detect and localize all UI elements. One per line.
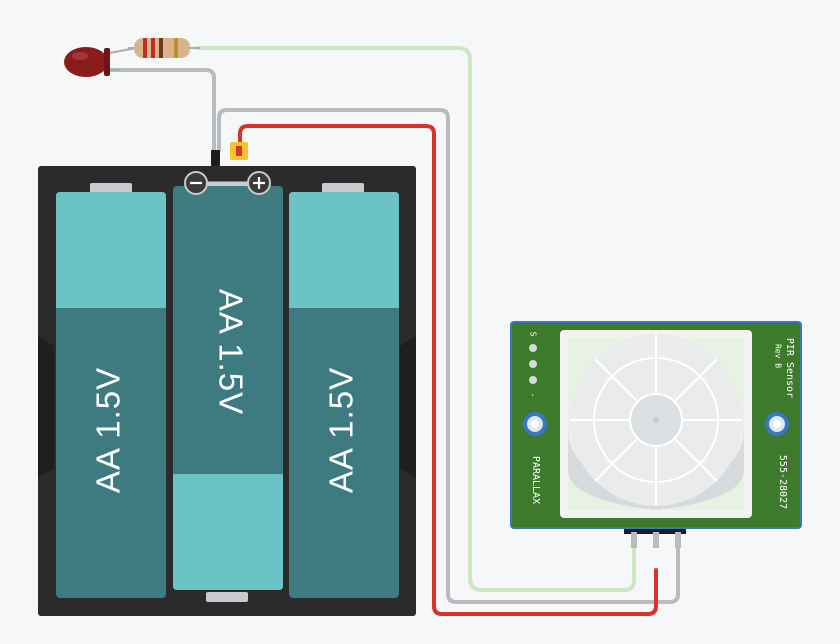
contact-top-3	[322, 183, 364, 193]
wires	[102, 46, 680, 616]
battery-cell-3: AA 1.5V	[289, 192, 399, 598]
pir-header-strip	[624, 526, 686, 534]
pir-pin-ground	[675, 532, 681, 548]
led-body	[64, 47, 108, 77]
resistor-band-4	[174, 38, 178, 58]
negative-terminal-tab	[211, 150, 220, 166]
pir-dome	[568, 334, 744, 510]
cell-3-cap	[289, 192, 399, 308]
cell-3-label: AA 1.5V	[323, 367, 360, 493]
led-rim	[104, 48, 110, 76]
led-highlight	[72, 52, 88, 60]
cell-2-label: AA 1.5V	[212, 289, 249, 415]
led[interactable]	[64, 47, 137, 77]
pir-dome-facets	[570, 334, 742, 506]
wire-led-cathode-gray[interactable]	[102, 68, 216, 152]
pir-brand: PARALLAX	[530, 456, 541, 504]
cell-2-cap	[173, 474, 283, 590]
battery-cell-1: AA 1.5V	[56, 192, 166, 598]
negative-terminal[interactable]	[184, 171, 208, 195]
resistor-band-3	[159, 38, 163, 58]
battery-pack[interactable]: AA 1.5V AA 1.5V AA 1.5V	[38, 142, 416, 616]
pir-revision: Rev B	[774, 344, 783, 368]
cell-1-cap	[56, 192, 166, 308]
pin-dot-minus	[529, 376, 537, 384]
cell-1-label: AA 1.5V	[90, 367, 127, 493]
wire-power-red[interactable]	[238, 124, 658, 616]
resistor-band-2	[151, 38, 155, 58]
mounting-hole-right-center	[773, 420, 781, 428]
pin-label-minus: -	[529, 393, 538, 398]
pin-dot-plus	[529, 360, 537, 368]
pir-dome-dot	[653, 417, 659, 423]
wire-ground-gray[interactable]	[217, 108, 680, 604]
wire-signal-green[interactable]	[194, 46, 636, 592]
resistor[interactable]	[128, 38, 200, 58]
pir-title: PIR Sensor	[784, 338, 795, 398]
resistor-band-1	[143, 38, 147, 58]
pir-sensor[interactable]: S - PARALLAX PIR Sensor Rev B 555-28027	[510, 321, 802, 548]
mounting-hole-left-center	[531, 420, 539, 428]
pir-pin-power	[653, 532, 659, 548]
contact-bottom-2	[206, 592, 248, 602]
contact-top-1	[90, 183, 132, 193]
holder-notch-right	[400, 336, 416, 478]
pin-label-s: S	[529, 332, 538, 337]
pir-pin-signal	[631, 532, 637, 548]
holder-notch-left	[38, 336, 54, 478]
battery-cell-2: AA 1.5V	[173, 186, 283, 590]
pir-part-number: 555-28027	[777, 455, 788, 509]
pin-dot-s	[529, 344, 537, 352]
positive-terminal[interactable]	[247, 171, 271, 195]
positive-terminal-core	[236, 146, 242, 156]
